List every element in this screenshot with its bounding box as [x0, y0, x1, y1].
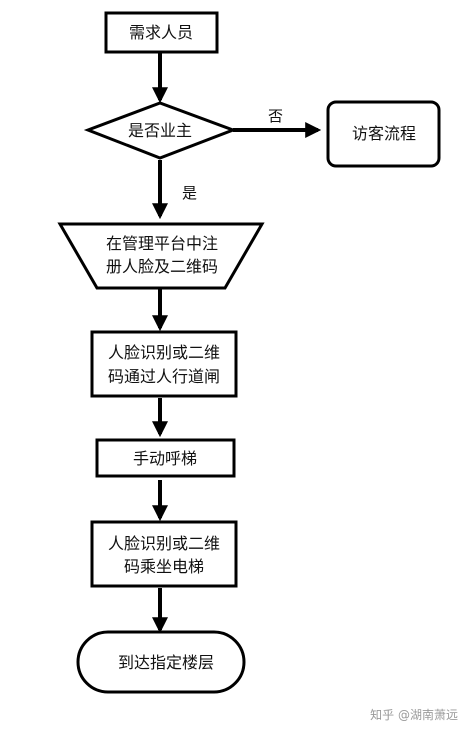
- node-call-elevator-label: 手动呼梯: [133, 449, 197, 468]
- watermark: 知乎 @湖南萧远: [370, 707, 458, 722]
- node-visitor-flow-label: 访客流程: [352, 124, 416, 143]
- node-is-owner-label: 是否业主: [128, 121, 192, 140]
- node-arrive-label: 到达指定楼层: [118, 653, 214, 672]
- node-requester-label: 需求人员: [129, 23, 193, 42]
- node-register-line1: 在管理平台中注: [106, 234, 218, 253]
- node-arrive: [76, 630, 246, 694]
- node-pass-gate: [90, 330, 238, 398]
- edge-label-no: 否: [268, 107, 283, 125]
- node-visitor-flow: [326, 100, 441, 168]
- node-is-owner: [83, 101, 238, 160]
- node-requester: [104, 11, 219, 54]
- node-call-elevator: [95, 438, 236, 478]
- node-ride-line1: 人脸识别或二维: [108, 534, 220, 553]
- node-register: [57, 222, 265, 290]
- node-pass-gate-line1: 人脸识别或二维: [108, 343, 220, 362]
- node-ride-elevator: [90, 520, 238, 588]
- node-register-line2: 册人脸及二维码: [106, 257, 218, 276]
- edge-label-yes: 是: [182, 184, 197, 202]
- node-ride-line2: 码乘坐电梯: [124, 557, 204, 576]
- node-pass-gate-line2: 码通过人行道闸: [108, 367, 220, 386]
